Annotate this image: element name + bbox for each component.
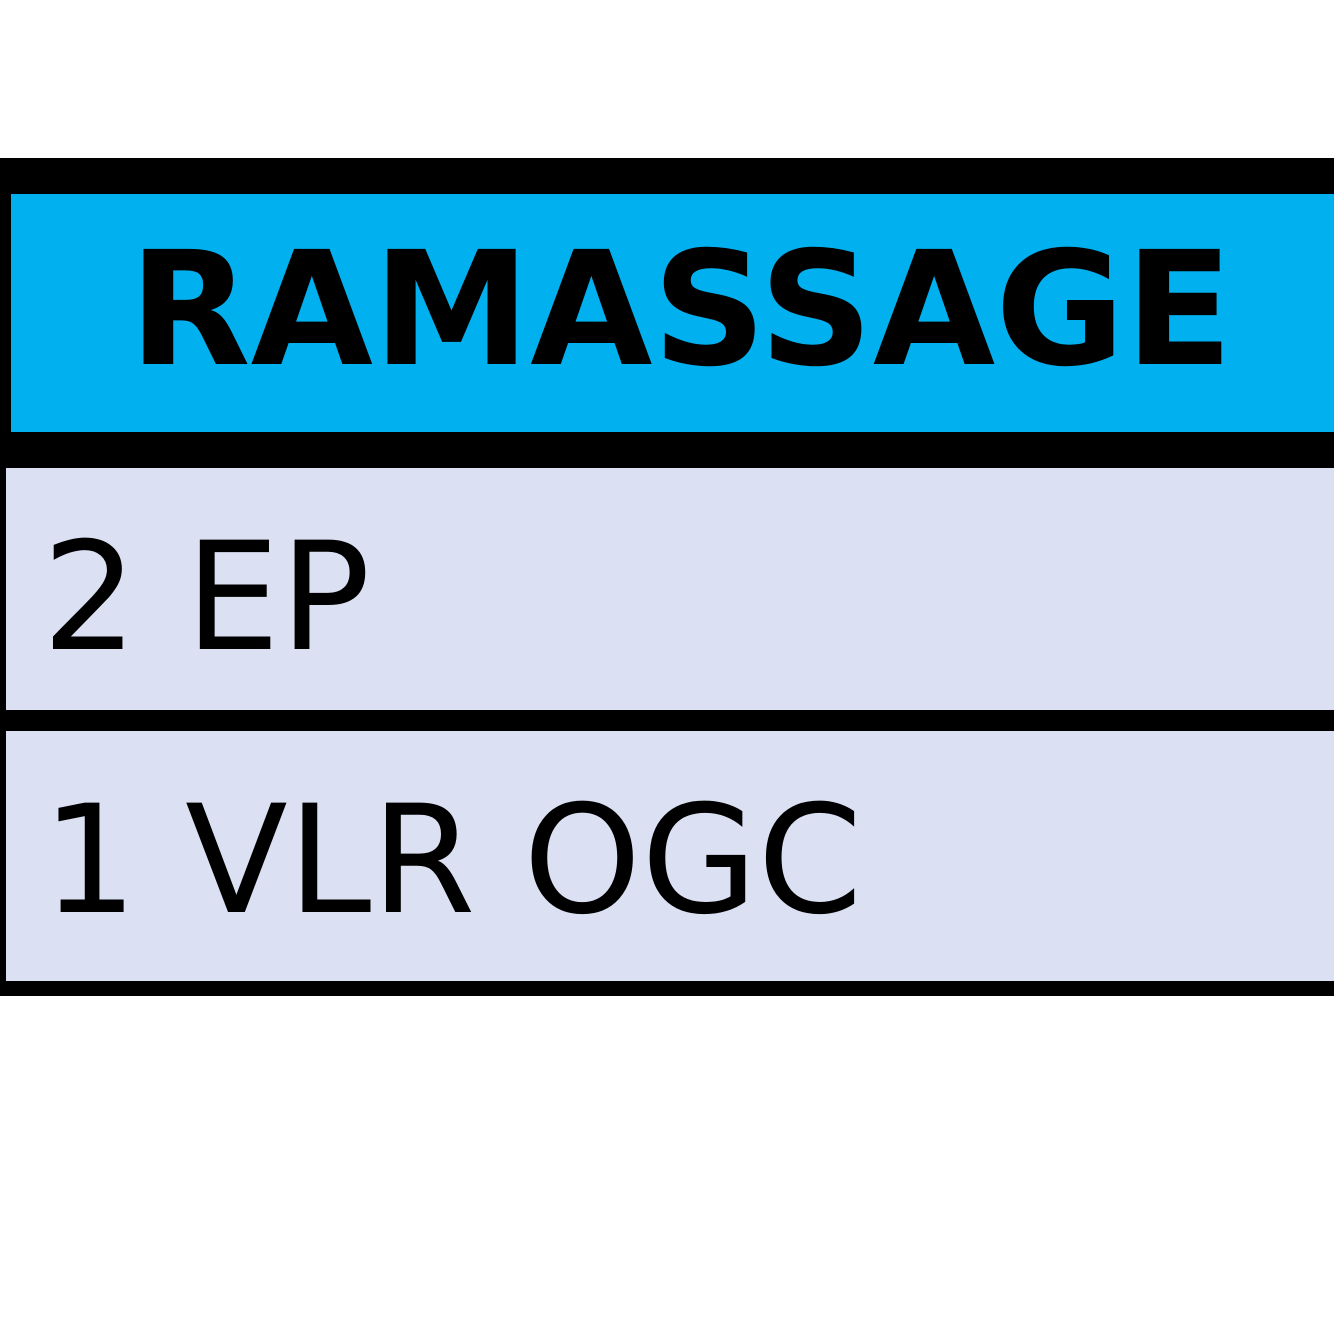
table-row: 2 EP: [6, 468, 1334, 710]
table-row: 1 VLR OGC: [6, 731, 1334, 981]
row-label: 1 VLR OGC: [42, 774, 863, 948]
table-header-cell: RAMASSAGE: [11, 194, 1334, 432]
pickup-table: RAMASSAGE 2 EP 1 VLR OGC: [0, 158, 1334, 996]
row-label: 2 EP: [42, 511, 371, 685]
table-header-title: RAMASSAGE: [129, 218, 1233, 402]
